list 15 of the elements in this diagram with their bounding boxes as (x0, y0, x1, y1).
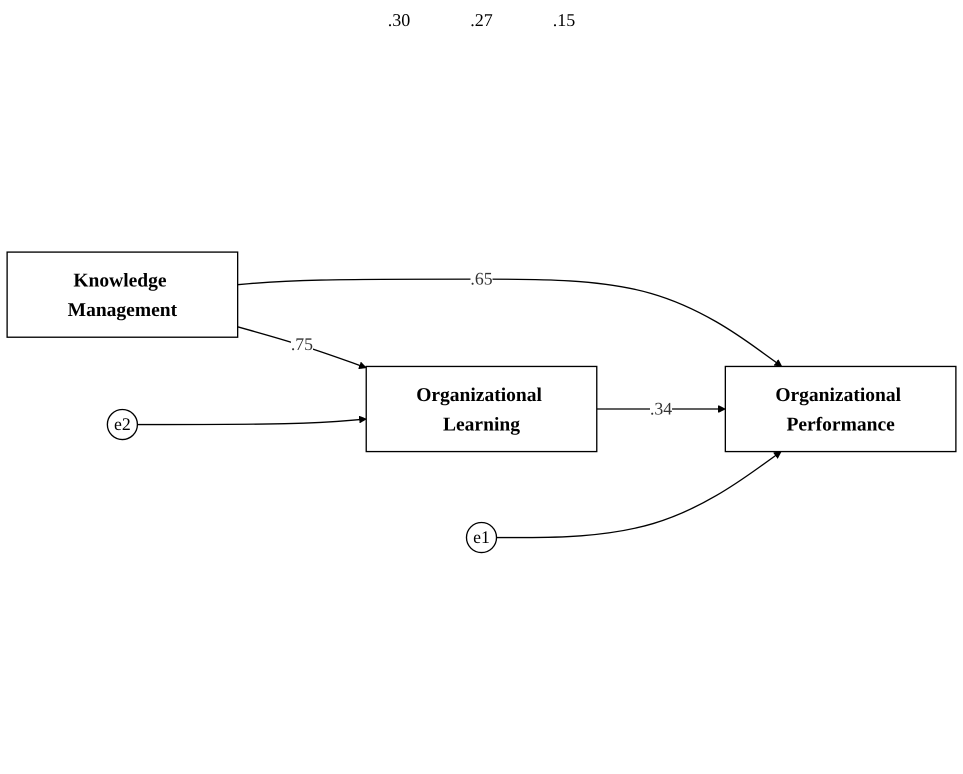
coefficient-label: .27 (470, 10, 493, 30)
arrow (137, 415, 367, 425)
edge-label: .75 (290, 334, 314, 354)
arrow (237, 326, 367, 369)
node-circle: e1 (466, 522, 498, 553)
node-circle: e2 (106, 408, 138, 440)
edge-label: .65 (470, 269, 493, 289)
arrow (238, 278, 782, 366)
coefficient-label: .30 (388, 10, 410, 30)
node-box: Knowledge Management (6, 251, 238, 338)
edge-label: .34 (650, 398, 672, 418)
node-box: Organizational Performance (724, 365, 957, 452)
node-box: Organizational Learning (366, 365, 598, 452)
coefficient-label: .15 (552, 10, 576, 30)
arrow (496, 450, 782, 538)
